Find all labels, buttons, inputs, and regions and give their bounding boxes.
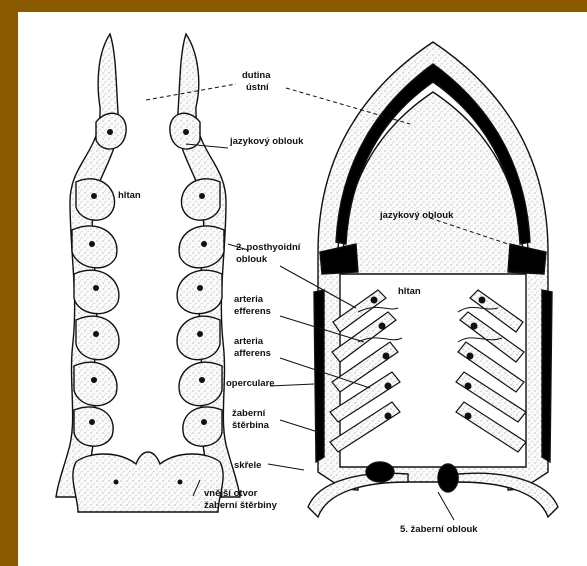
- arch-right-5: [179, 362, 222, 406]
- label-dutina-line2: ústní: [246, 82, 269, 93]
- skrele-left: [366, 462, 394, 482]
- arch-left-1: [76, 179, 115, 220]
- bottom-arch-left: [308, 473, 408, 517]
- label-posthyoidni-line1: 2. posthyoidní: [236, 242, 301, 253]
- bottom-arch-right: [458, 473, 558, 517]
- label-vnejsi-line2: žaberní štěrbiny: [204, 500, 278, 511]
- label-vnejsi-line1: vnější otvor: [204, 488, 258, 499]
- basal-plate: [73, 452, 223, 512]
- arch-right-6: [183, 407, 222, 446]
- label-dutina-line1: dutina: [242, 70, 271, 81]
- label-zaberni-line2: štěrbina: [232, 420, 270, 431]
- operculum-right: [542, 290, 552, 462]
- frame-top-border: [0, 0, 587, 12]
- label-hltan-right: hltan: [398, 286, 421, 297]
- label-jazykovy-oblouk-left: jazykový oblouk: [229, 136, 304, 147]
- arch-right-1: [181, 179, 220, 220]
- operculum-left: [314, 290, 324, 462]
- label-hltan-left: hltan: [118, 190, 141, 201]
- diagram-sheet: dutina ústní jazykový oblouk hltan jazyk…: [18, 12, 587, 566]
- gill-anatomy-diagram: dutina ústní jazykový oblouk hltan jazyk…: [18, 12, 587, 566]
- arch-right-4: [177, 316, 220, 360]
- label-operculare: operculare: [226, 378, 275, 389]
- arch-left-2: [72, 226, 117, 268]
- label-jazykovy-oblouk-right: jazykový oblouk: [379, 210, 454, 221]
- arch-right-3: [177, 270, 222, 314]
- label-efferens-line2: efferens: [234, 306, 271, 317]
- label-5-zaberni-oblouk: 5. žaberní oblouk: [400, 524, 478, 535]
- frame-left-border: [0, 0, 18, 566]
- label-afferens-line2: afferens: [234, 348, 271, 359]
- arch-left-3: [74, 270, 119, 314]
- label-afferens-line1: arteria: [234, 336, 264, 347]
- arch-left-6: [74, 407, 113, 446]
- arch-right-2: [179, 226, 224, 268]
- label-posthyoidni-line2: oblouk: [236, 254, 268, 265]
- left-figure: [56, 34, 240, 512]
- label-zaberni-line1: žaberní: [232, 408, 266, 419]
- skrele-right: [438, 464, 458, 492]
- arch-left-4: [76, 316, 119, 360]
- arch-left-5: [74, 362, 117, 406]
- label-skrele: skřele: [234, 460, 261, 471]
- label-efferens-line1: arteria: [234, 294, 264, 305]
